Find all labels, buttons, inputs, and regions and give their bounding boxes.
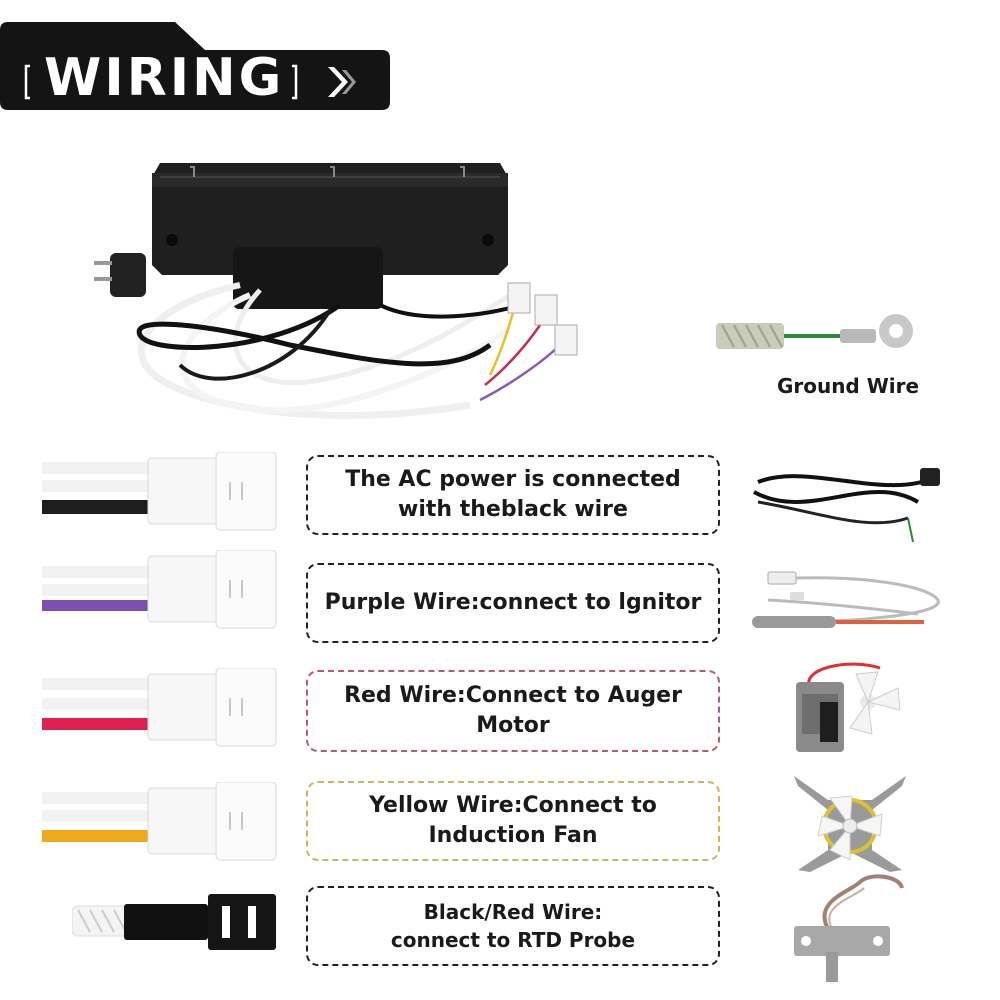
ground-wire-label: Ground Wire	[776, 374, 920, 398]
connector-yellow	[42, 782, 278, 862]
auger-motor-image	[790, 658, 910, 762]
connector-purple	[42, 550, 278, 630]
connector-rtd	[72, 880, 282, 960]
wire-description-rtd: Black/Red Wire:connect to RTD Probe	[306, 886, 720, 966]
ground-wire-image	[714, 305, 944, 365]
induction-fan-image	[790, 770, 910, 874]
rtd-probe-image	[790, 872, 910, 982]
wiring-banner	[0, 22, 390, 110]
wire-description-purple: Purple Wire:connect to lgnitor	[306, 563, 720, 643]
chevron-right-icon	[328, 67, 348, 97]
ac-power-cord-image	[748, 462, 948, 550]
connector-black	[42, 452, 278, 532]
page-title: WIRING	[44, 48, 285, 108]
ignitor-image	[748, 570, 948, 636]
controller-image	[90, 155, 590, 445]
connector-red	[42, 668, 278, 748]
